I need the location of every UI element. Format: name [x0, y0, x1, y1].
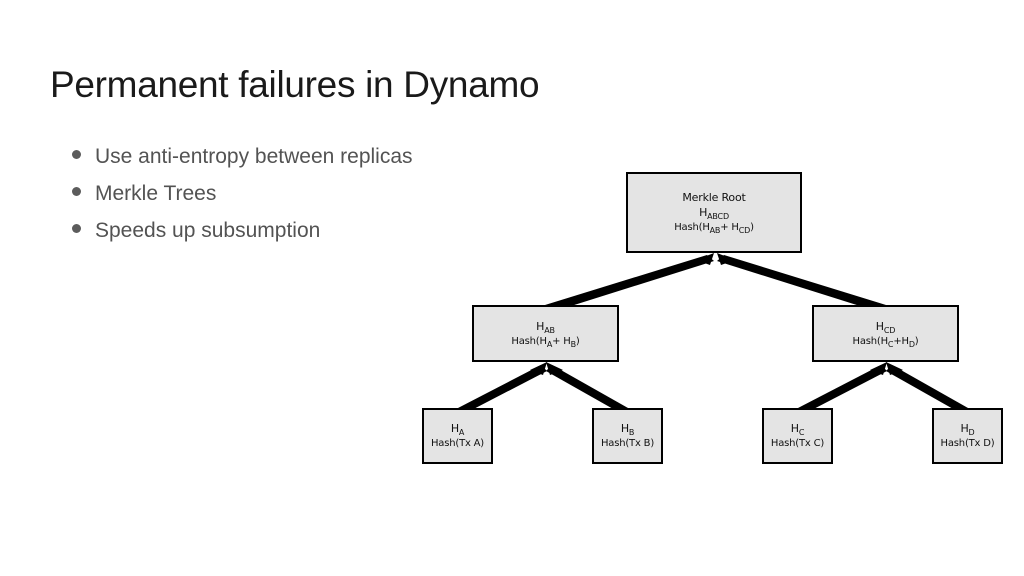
node-root-formula: Hash(HAB+ HCD)	[674, 221, 754, 235]
node-a-hash-sub: A	[458, 428, 465, 437]
node-c-hash-name: H	[790, 422, 799, 435]
merkle-node-b: HB Hash(Tx B)	[592, 408, 663, 464]
formula-suffix: )	[914, 335, 919, 347]
node-a-hash: HA	[450, 421, 465, 437]
list-item: Use anti-entropy between replicas	[72, 142, 542, 179]
bullet-text: Use anti-entropy between replicas	[95, 145, 413, 168]
edge-d-to-cd-head	[886, 362, 903, 375]
merkle-node-c: HC Hash(Tx C)	[762, 408, 833, 464]
formula-suffix: )	[750, 222, 754, 233]
node-cd-hash-sub: CD	[883, 325, 896, 335]
formula-sub1: AB	[709, 226, 721, 235]
node-root-hash-name: H	[699, 206, 708, 219]
node-root-label: Merkle Root	[682, 191, 746, 204]
merkle-node-root: Merkle Root HABCD Hash(HAB+ HCD)	[626, 172, 802, 253]
merkle-tree-diagram: Merkle Root HABCD Hash(HAB+ HCD) HAB Has…	[400, 160, 1024, 480]
node-c-hash: HC	[790, 421, 805, 437]
formula-suffix: )	[575, 335, 580, 347]
node-cd-formula: Hash(HC+HD)	[853, 335, 919, 349]
merkle-node-ab: HAB Hash(HA+ HB)	[472, 305, 619, 362]
formula-prefix: Hash(H	[511, 335, 547, 347]
node-d-hash-name: H	[960, 422, 969, 435]
bullet-dot-icon	[72, 187, 81, 196]
bullet-dot-icon	[72, 224, 81, 233]
formula-sub2: B	[570, 339, 577, 349]
merkle-node-cd: HCD Hash(HC+HD)	[812, 305, 959, 362]
formula-sub1: A	[546, 339, 553, 349]
node-root-hash-sub: ABCD	[707, 212, 729, 221]
node-ab-hash-sub: AB	[544, 325, 555, 335]
node-a-hash-name: H	[450, 422, 459, 435]
bullet-list: Use anti-entropy between replicas Merkle…	[72, 142, 542, 253]
formula-sub2: CD	[738, 226, 751, 235]
edge-c-to-cd-head	[870, 362, 887, 375]
node-b-hash-sub: B	[628, 428, 635, 437]
formula-prefix: Hash(H	[852, 335, 889, 347]
edge-ab-to-root-head	[696, 253, 714, 265]
node-a-formula: Hash(Tx A)	[430, 438, 485, 449]
page-title: Permanent failures in Dynamo	[50, 64, 540, 105]
edge-ab-to-root	[545, 255, 714, 312]
formula-mid: + H	[552, 335, 571, 347]
edge-b-to-ab-head	[546, 362, 563, 375]
formula-sub1: C	[887, 339, 894, 349]
node-b-formula: Hash(Tx B)	[600, 438, 655, 449]
list-item: Merkle Trees	[72, 179, 542, 216]
node-b-hash: HB	[620, 421, 635, 437]
node-cd-hash-name: H	[875, 319, 884, 333]
bullet-text: Merkle Trees	[95, 182, 217, 205]
node-d-hash: HD	[960, 421, 974, 437]
node-c-formula: Hash(Tx C)	[770, 438, 825, 449]
edge-b-to-ab	[546, 365, 628, 414]
edge-cd-to-root	[717, 255, 886, 312]
node-cd-hash: HCD	[875, 319, 896, 335]
formula-mid: +H	[893, 335, 909, 347]
node-root-hash: HABCD	[699, 205, 729, 221]
edge-cd-to-root-head	[717, 253, 735, 265]
formula-prefix: Hash(H	[674, 222, 710, 233]
edge-c-to-cd	[798, 365, 887, 414]
formula-sub2: D	[908, 339, 915, 349]
bullet-text: Speeds up subsumption	[95, 219, 321, 242]
node-d-formula: Hash(Tx D)	[940, 438, 995, 449]
node-ab-hash-name: H	[536, 319, 545, 333]
edge-a-to-ab-head	[530, 362, 547, 375]
node-d-hash-sub: D	[968, 428, 975, 437]
edge-d-to-cd	[886, 365, 968, 414]
node-ab-formula: Hash(HA+ HB)	[511, 335, 579, 349]
edge-a-to-ab	[458, 365, 547, 414]
merkle-node-a: HA Hash(Tx A)	[422, 408, 493, 464]
node-b-hash-name: H	[620, 422, 629, 435]
node-ab-hash: HAB	[536, 319, 555, 335]
list-item: Speeds up subsumption	[72, 216, 542, 253]
merkle-tree-connectors	[458, 253, 968, 414]
bullet-dot-icon	[72, 150, 81, 159]
node-c-hash-sub: C	[798, 428, 805, 437]
formula-mid: + H	[720, 222, 739, 233]
merkle-node-d: HD Hash(Tx D)	[932, 408, 1003, 464]
